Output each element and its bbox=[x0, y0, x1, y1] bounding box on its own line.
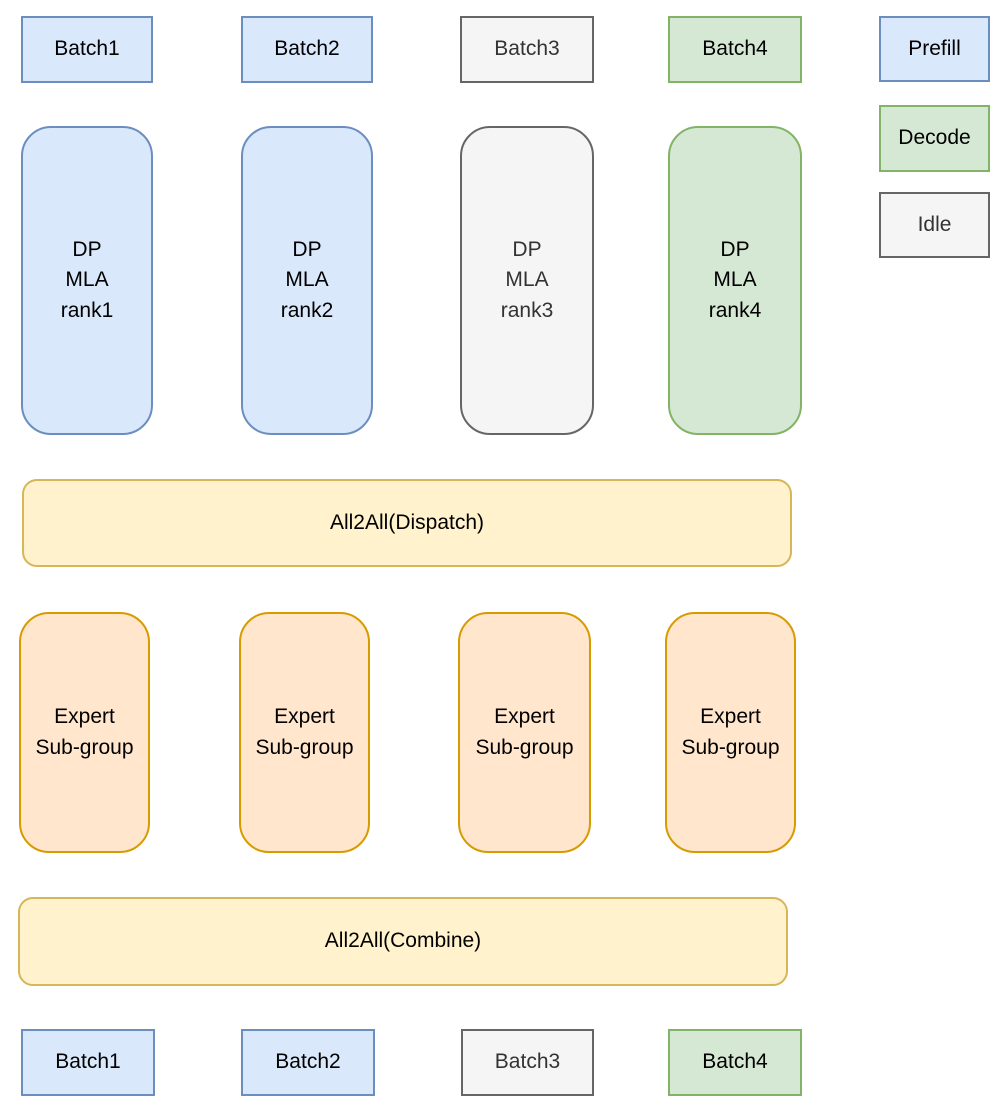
legend-decode-box: Decode bbox=[879, 105, 990, 172]
top-batch1-box: Batch1 bbox=[21, 16, 153, 83]
bottom-batch3-box: Batch3 bbox=[461, 1029, 594, 1096]
bottom-batch4-box: Batch4 bbox=[668, 1029, 802, 1096]
dp-mla-rank1-box: DP MLA rank1 bbox=[21, 126, 153, 435]
top-batch3-box: Batch3 bbox=[460, 16, 594, 83]
all2all-combine-bar: All2All(Combine) bbox=[18, 897, 788, 986]
expert-subgroup1-box: Expert Sub-group bbox=[19, 612, 150, 853]
expert-subgroup3-box: Expert Sub-group bbox=[458, 612, 591, 853]
dp-mla-rank2-box: DP MLA rank2 bbox=[241, 126, 373, 435]
legend-idle-box: Idle bbox=[879, 192, 990, 258]
top-batch2-box: Batch2 bbox=[241, 16, 373, 83]
expert-subgroup4-box: Expert Sub-group bbox=[665, 612, 796, 853]
expert-subgroup2-box: Expert Sub-group bbox=[239, 612, 370, 853]
bottom-batch2-box: Batch2 bbox=[241, 1029, 375, 1096]
legend-prefill-box: Prefill bbox=[879, 16, 990, 82]
top-batch4-box: Batch4 bbox=[668, 16, 802, 83]
dp-mla-rank3-box: DP MLA rank3 bbox=[460, 126, 594, 435]
bottom-batch1-box: Batch1 bbox=[21, 1029, 155, 1096]
all2all-dispatch-bar: All2All(Dispatch) bbox=[22, 479, 792, 567]
dp-mla-rank4-box: DP MLA rank4 bbox=[668, 126, 802, 435]
